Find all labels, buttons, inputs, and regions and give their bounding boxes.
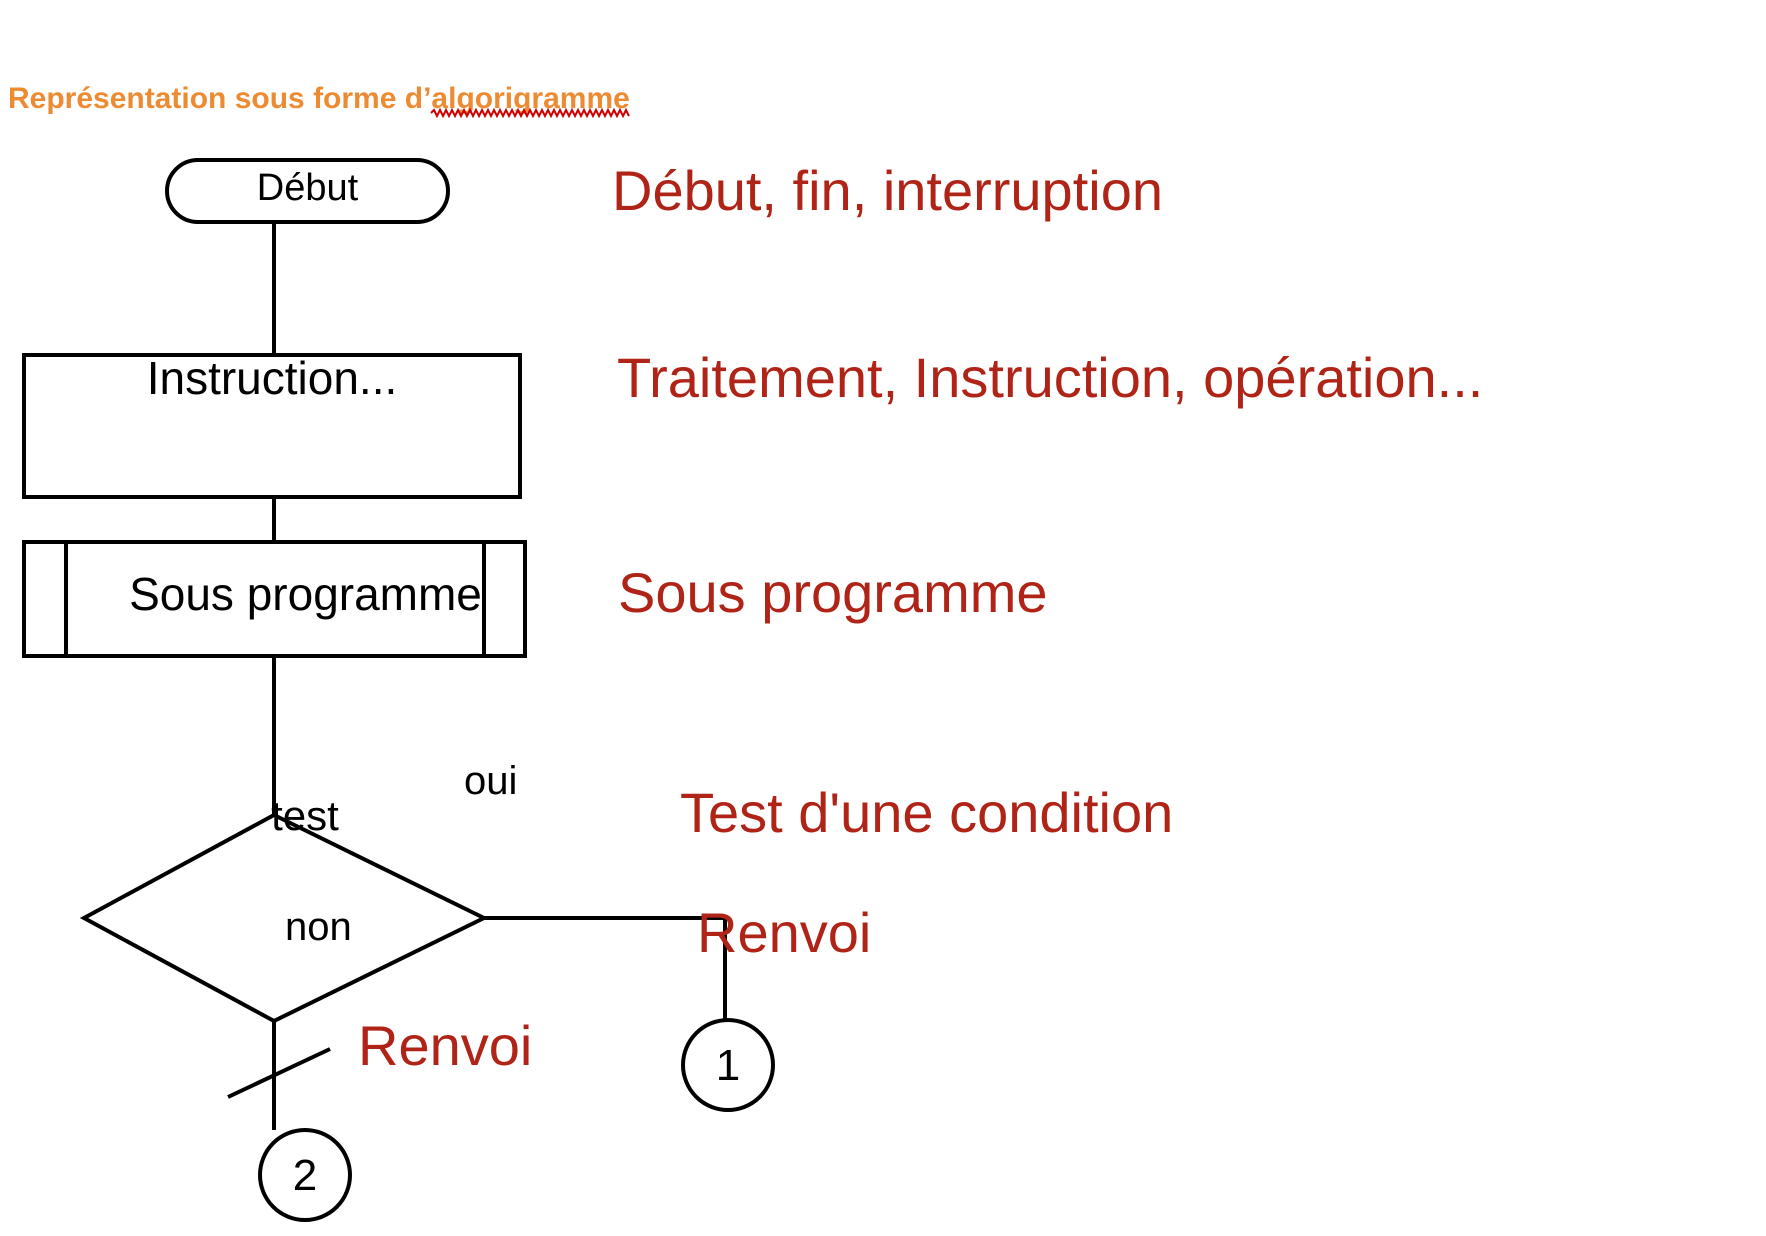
- edge-label-non: non: [285, 905, 352, 949]
- edge-no-slash-tick: [227, 1047, 331, 1099]
- caption-connector-1: Renvoi: [697, 901, 872, 964]
- terminator-label-debut: Début: [256, 167, 359, 209]
- caption-process: Traitement, Instruction, opération...: [617, 346, 1484, 409]
- page-title-prefix: Représentation sous forme d’: [8, 82, 432, 115]
- process-label-instruction: Instruction...: [146, 352, 398, 404]
- subroutine-label-sousprog: Sous programme: [129, 568, 482, 620]
- edge-yes-path: [484, 916, 727, 1020]
- decision-label-test: test: [271, 792, 339, 839]
- caption-decision: Test d'une condition: [680, 781, 1174, 844]
- caption-terminator: Début, fin, interruption: [612, 159, 1163, 222]
- decision-shape-test[interactable]: [79, 812, 489, 1024]
- caption-connector-2: Renvoi: [358, 1014, 533, 1077]
- connector-label-1: 1: [715, 1041, 741, 1090]
- page-title: Représentation sous forme d’algorigramme: [8, 82, 631, 119]
- caption-subroutine: Sous programme: [618, 561, 1048, 624]
- misspelled-word: algorigramme: [430, 82, 631, 119]
- connector-label-2: 2: [292, 1151, 318, 1200]
- spellcheck-squiggle-underline: [430, 107, 631, 119]
- edge-label-oui: oui: [464, 759, 518, 803]
